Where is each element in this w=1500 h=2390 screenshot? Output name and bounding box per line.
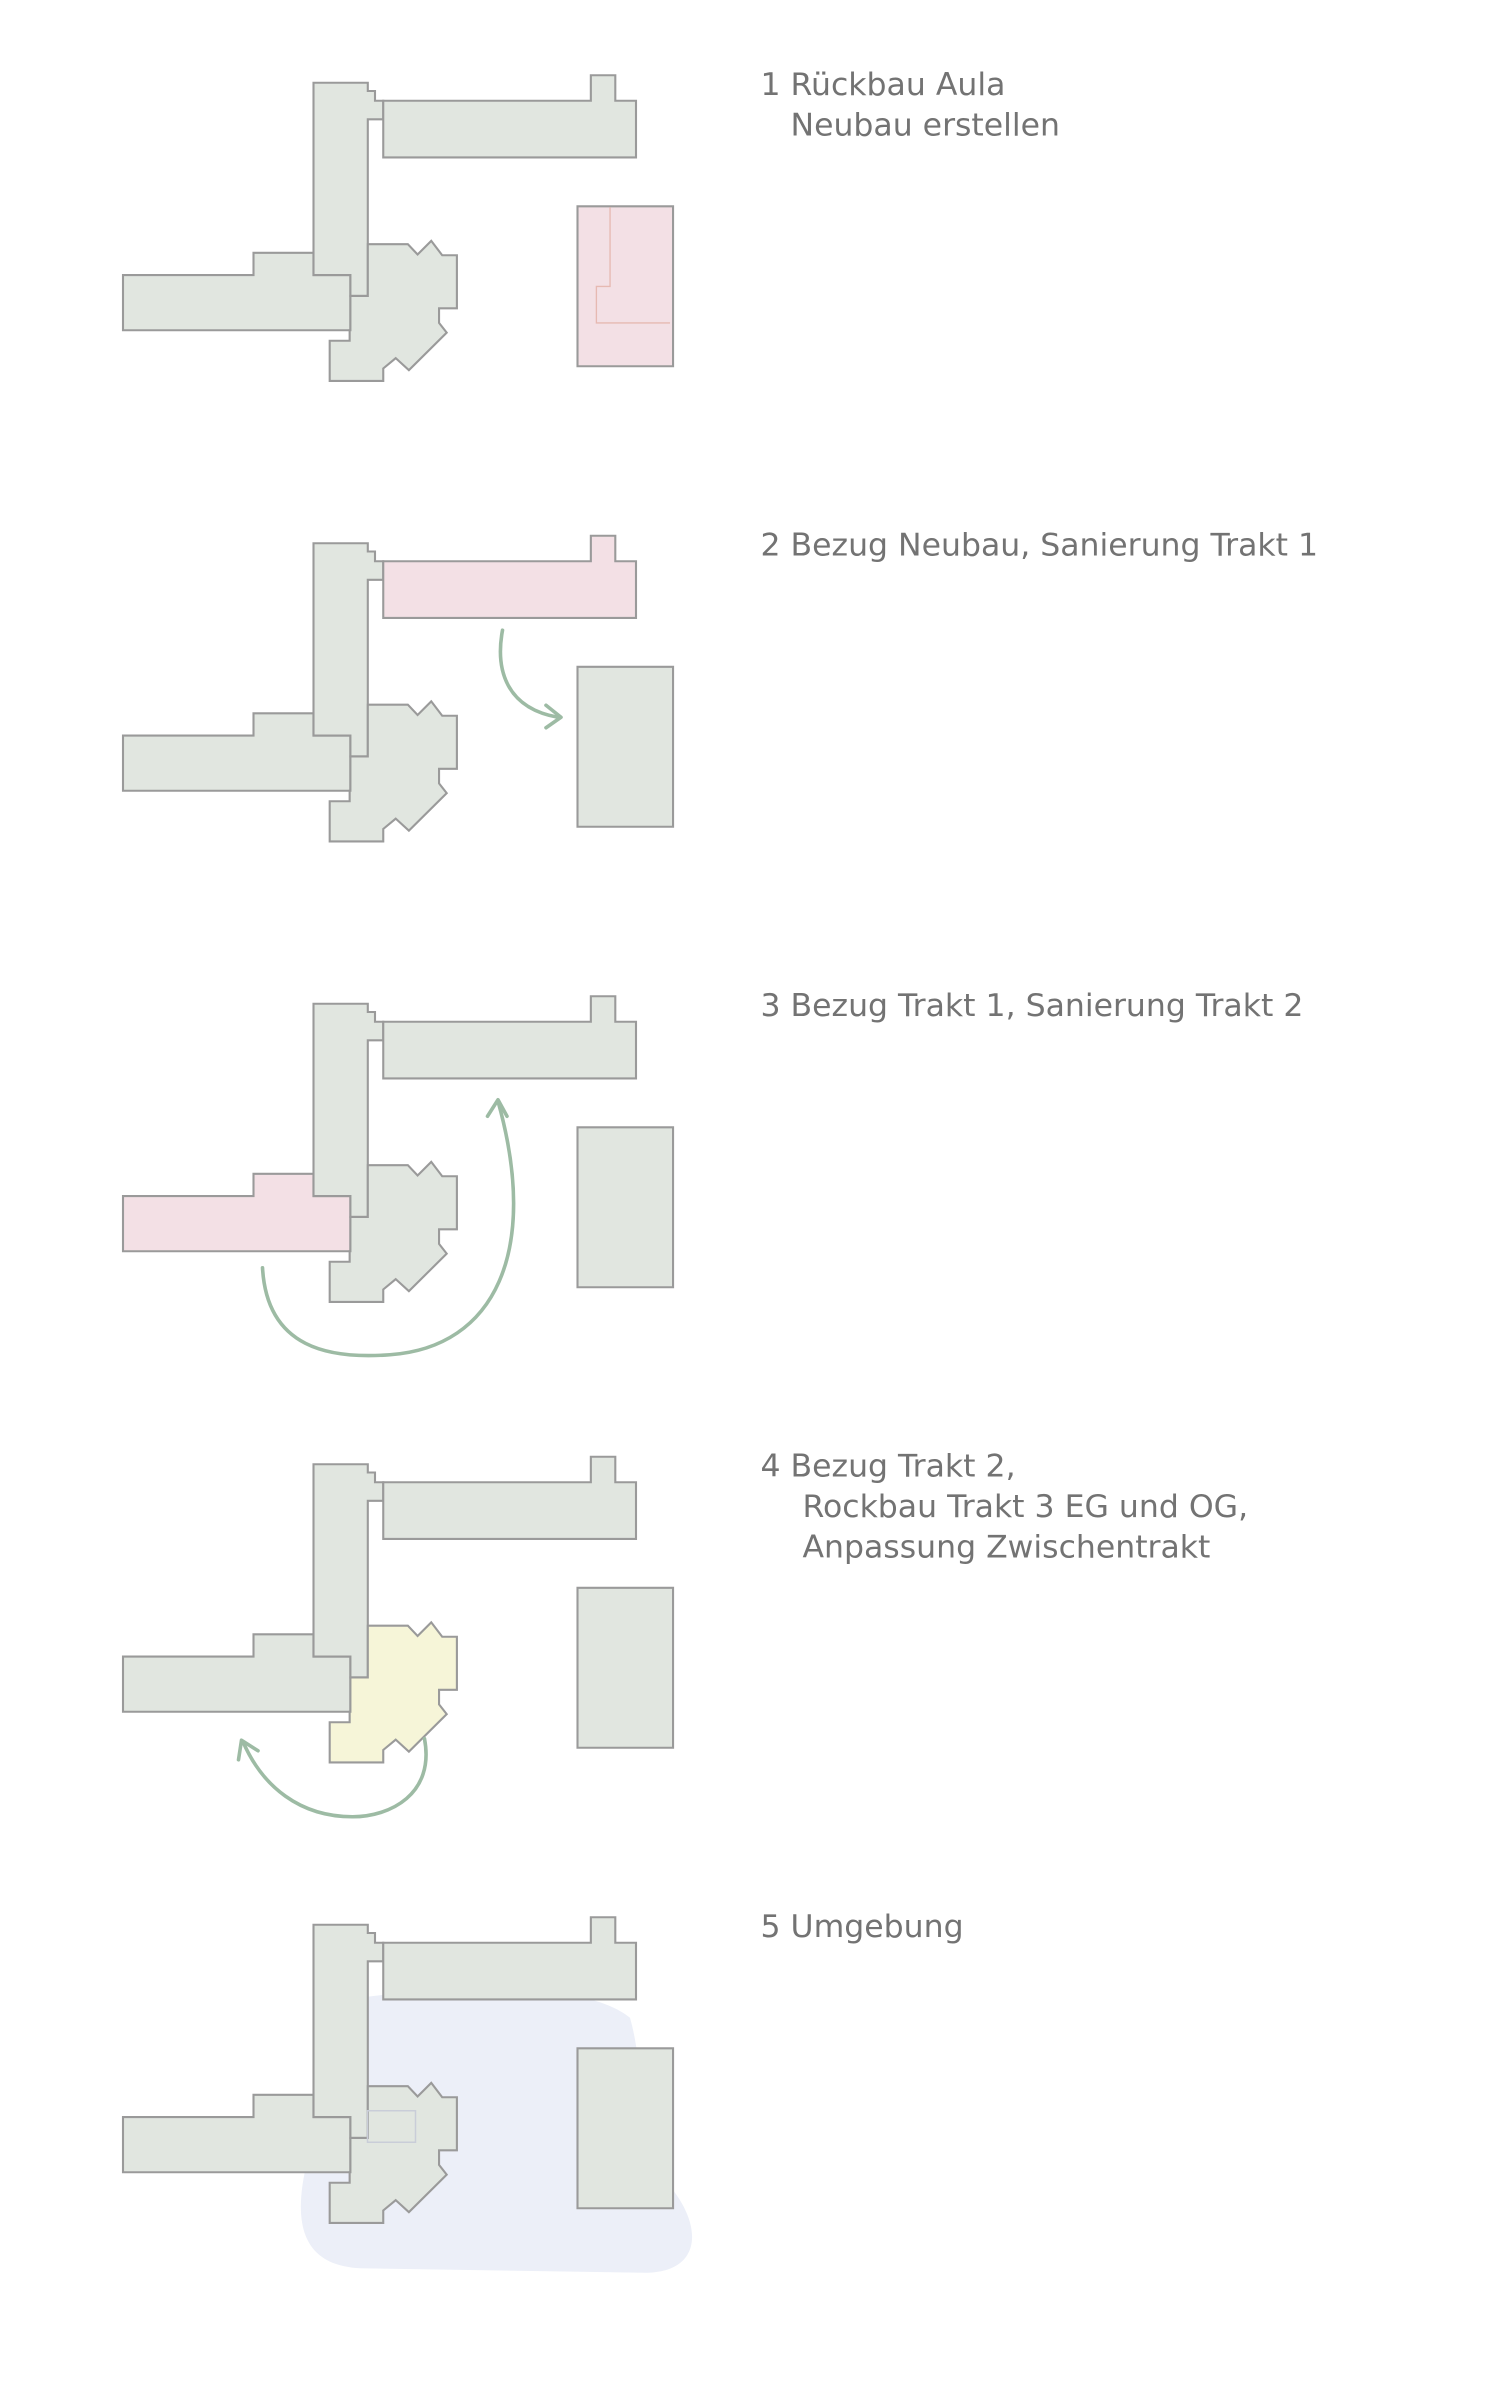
arrowhead-icon xyxy=(544,703,563,730)
building-new-building xyxy=(576,665,675,828)
building-trakt-1 xyxy=(382,1916,638,2001)
label-line: 1 Rückbau Aula xyxy=(761,67,1006,103)
phase-2: 2 Bezug Neubau, Sanierung Trakt 1 xyxy=(121,527,1319,843)
arrowhead-icon xyxy=(485,1097,509,1119)
label-line: Neubau erstellen xyxy=(791,107,1061,143)
building-trakt-1 xyxy=(382,74,638,159)
building-new-building xyxy=(576,1586,675,1749)
move-arrow xyxy=(498,628,560,720)
move-arrow xyxy=(241,1736,428,1819)
building-trakt-1 xyxy=(382,995,638,1080)
label-line: 5 Umgebung xyxy=(761,1909,964,1945)
building-trakt-3 xyxy=(328,1620,458,1764)
building-new-building xyxy=(576,205,675,368)
label-line: Rockbau Trakt 3 EG und OG, xyxy=(803,1489,1249,1525)
building-trakt-3 xyxy=(328,1160,458,1304)
phase-4-label: 4 Bezug Trakt 2, Rockbau Trakt 3 EG und O… xyxy=(761,1448,1249,1565)
phase-3: 3 Bezug Trakt 1, Sanierung Trakt 2 xyxy=(121,988,1304,1358)
label-line: 3 Bezug Trakt 1, Sanierung Trakt 2 xyxy=(761,988,1304,1024)
move-arrow xyxy=(260,1099,516,1358)
arrowhead-icon xyxy=(236,1738,260,1762)
phase-5: 5 Umgebung xyxy=(121,1909,964,2273)
label-line: Anpassung Zwischentrakt xyxy=(803,1529,1211,1565)
phase-4: 4 Bezug Trakt 2, Rockbau Trakt 3 EG und O… xyxy=(121,1448,1249,1819)
label-line: 2 Bezug Neubau, Sanierung Trakt 1 xyxy=(761,527,1319,563)
building-new-building xyxy=(576,2047,675,2210)
demolished-aula-outline xyxy=(595,207,671,324)
building-trakt-3 xyxy=(328,2081,458,2225)
building-trakt-3 xyxy=(328,239,458,383)
phase-5-label: 5 Umgebung xyxy=(761,1909,964,1945)
building-trakt-1 xyxy=(382,1455,638,1541)
building-new-building xyxy=(576,1126,675,1289)
phase-2-label: 2 Bezug Neubau, Sanierung Trakt 1 xyxy=(761,527,1319,563)
building-trakt-3 xyxy=(328,699,458,843)
zwischentrakt-outline xyxy=(366,2110,417,2143)
phase-3-label: 3 Bezug Trakt 1, Sanierung Trakt 2 xyxy=(761,988,1304,1024)
label-line: 4 Bezug Trakt 2, xyxy=(761,1448,1016,1484)
building-trakt-1 xyxy=(382,534,638,620)
